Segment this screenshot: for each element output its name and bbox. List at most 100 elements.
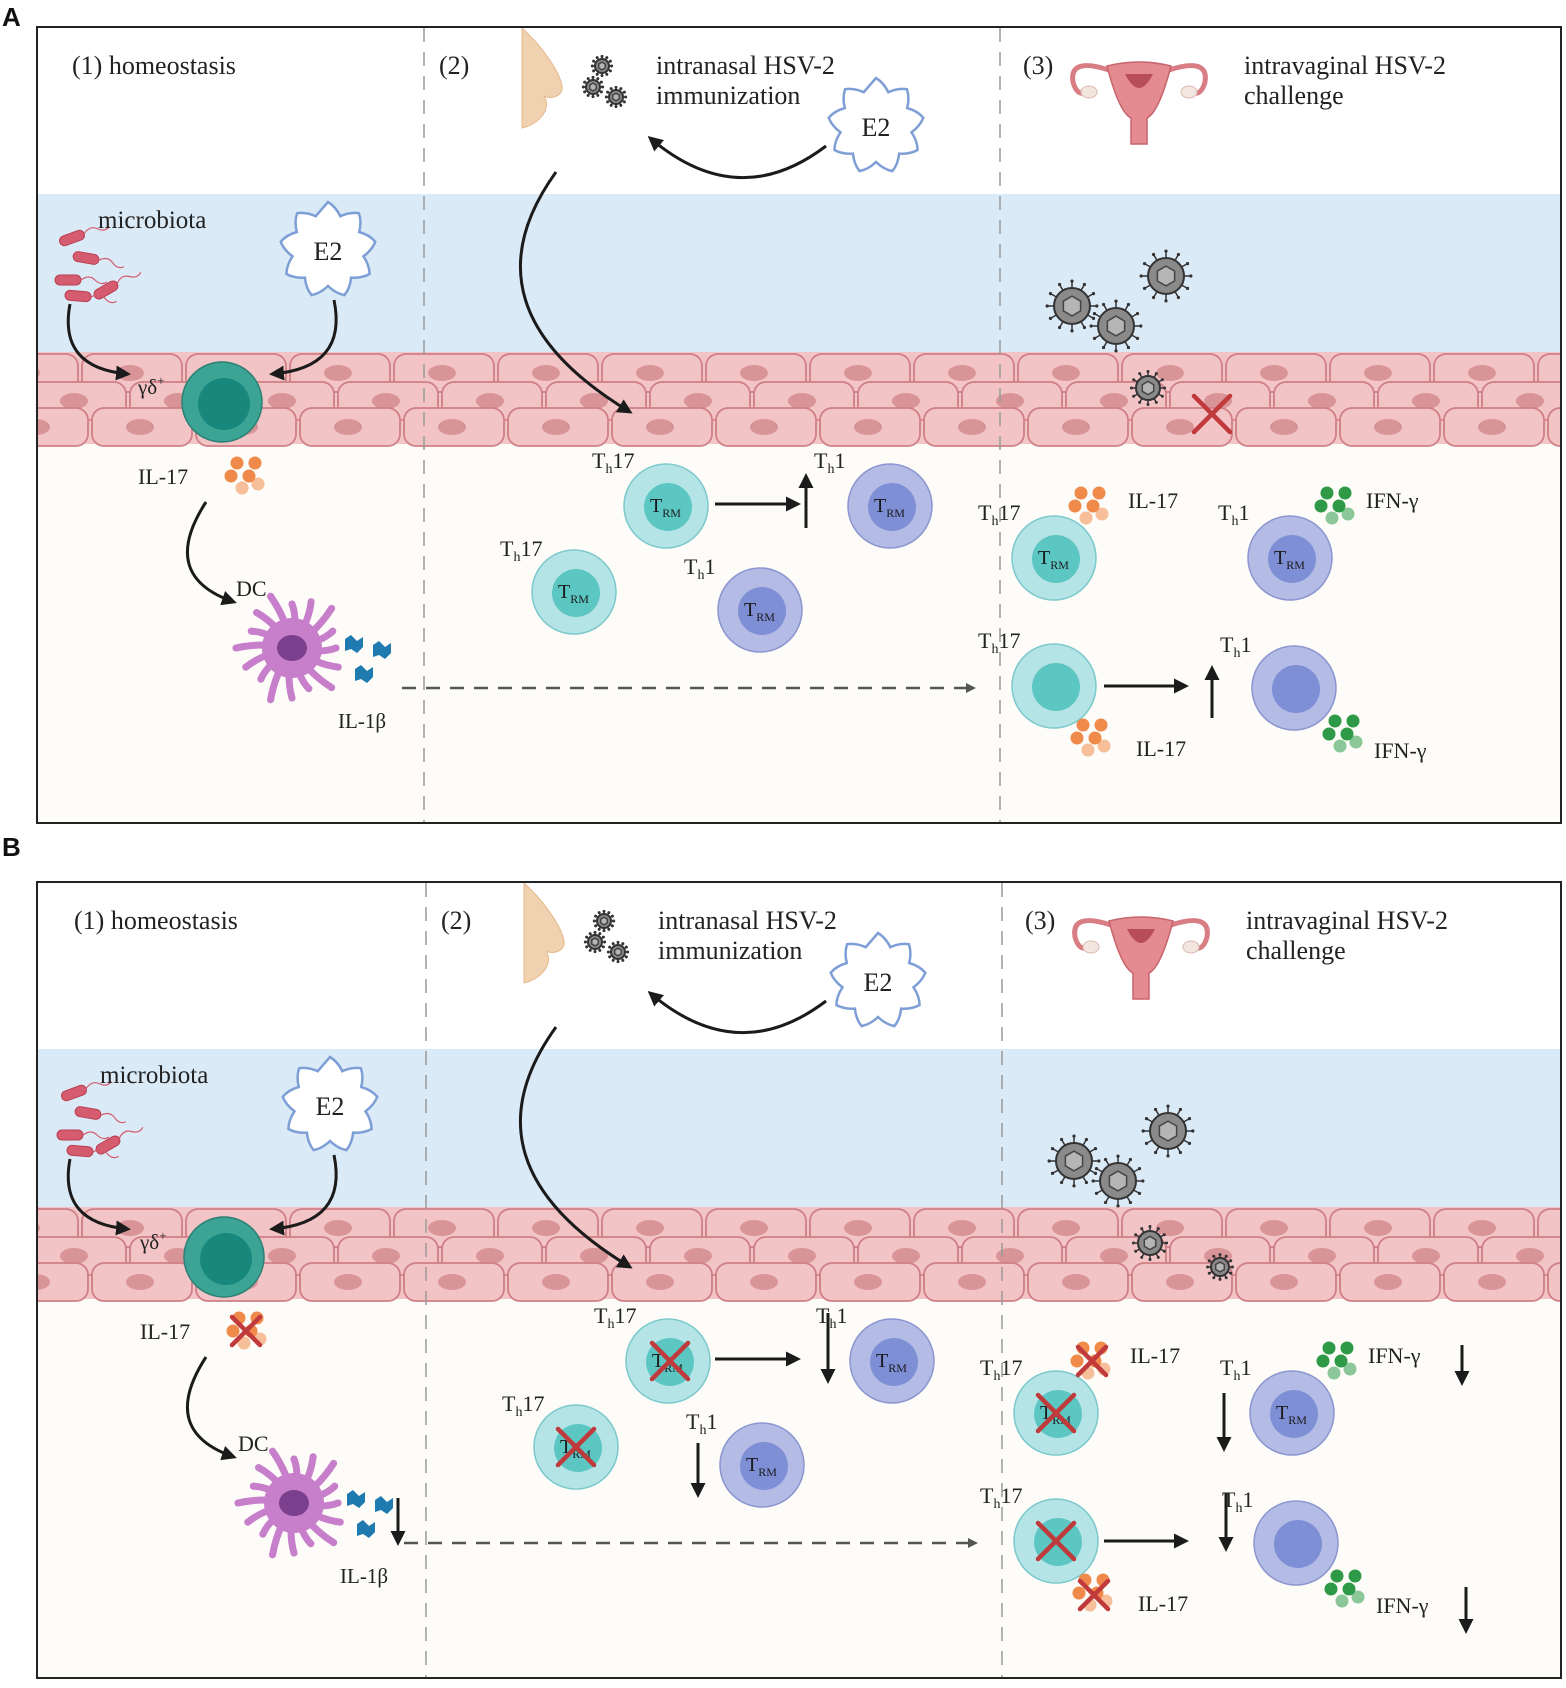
il17-label-col3b: IL-17: [1136, 736, 1186, 761]
nose-icon: [521, 28, 563, 129]
th1-label-col2a: Th1: [814, 448, 845, 477]
e2-to-nose-arrow: [647, 136, 827, 180]
microbiota-arrow: [66, 303, 131, 381]
virus-icon: [1045, 279, 1099, 333]
col3-number: (3): [1023, 51, 1053, 80]
e2-hormone-icon: E2: [281, 1055, 379, 1152]
il17-dots-col3b: [1070, 718, 1111, 757]
trm-label: TRM: [876, 1350, 907, 1375]
th17-label-col2b: Th17: [500, 536, 542, 565]
th1-trm-col2a: TRM: [849, 1318, 935, 1404]
th17-trm-col3a: TRM: [1011, 515, 1097, 601]
gd-label: γδ+: [137, 373, 165, 399]
th17-trm-col2b: TRM: [531, 549, 617, 635]
col2-title-line1: intranasal HSV-2: [656, 51, 835, 80]
dc-label: DC: [236, 576, 267, 601]
il17-label-col3b: IL-17: [1138, 1591, 1188, 1616]
trm-label: TRM: [1276, 1402, 1307, 1427]
ifng-label-col3a: IFN-γ: [1366, 488, 1419, 513]
virus-icon: [1089, 299, 1143, 353]
th1-trm-col3a: TRM: [1247, 515, 1333, 601]
il17-to-dc-arrow: [185, 1356, 237, 1461]
e2-label: E2: [314, 237, 343, 266]
virus-icon: [1047, 1134, 1101, 1188]
virus-icon: [606, 940, 630, 964]
col3-title-line1: intravaginal HSV-2: [1244, 51, 1446, 80]
bacteria-icon: [54, 274, 108, 286]
col1-title: (1) homeostasis: [72, 51, 236, 80]
il1b-icon: [347, 1490, 393, 1538]
col3-number: (3): [1025, 906, 1055, 935]
bacteria-icon: [58, 226, 110, 247]
immunization-migration-arrow: [518, 1026, 633, 1269]
bacteria-icon: [66, 1144, 119, 1159]
col2-title-line1: intranasal HSV-2: [658, 906, 837, 935]
bacteria-icon: [60, 1081, 112, 1102]
th17-label-col3a: Th17: [980, 1355, 1022, 1384]
il17-label-col3a: IL-17: [1130, 1343, 1180, 1368]
ifng-dots-col3a: [1314, 486, 1355, 525]
dendritic-cell: [234, 1447, 344, 1559]
trm-label: TRM: [650, 495, 681, 520]
e2-hormone-icon: E2: [279, 200, 377, 297]
ifng-label-col3a: IFN-γ: [1368, 1343, 1421, 1368]
block-x-icon: [1075, 1344, 1109, 1378]
trm-label: TRM: [744, 599, 775, 624]
virus-icon: [1141, 1104, 1195, 1158]
th1-label-col3b: Th1: [1222, 1487, 1253, 1516]
block-x-icon: [649, 1340, 691, 1382]
th1-label-col3a: Th1: [1218, 500, 1249, 529]
il1b-label: IL-1β: [338, 709, 386, 733]
ifng-dots-col3b: [1322, 714, 1363, 753]
virus-icon: [592, 909, 616, 933]
e2-hormone-icon: E2: [829, 931, 927, 1028]
block-x-icon: [555, 1426, 597, 1468]
virus-icon: [1091, 1154, 1145, 1208]
virus-icon: [1139, 249, 1193, 303]
panel-a-diagram: (1) homeostasis(2)intranasal HSV-2immuni…: [38, 28, 1560, 822]
virus-icon: [1206, 1253, 1234, 1281]
bacteria-icon: [56, 1129, 110, 1141]
e2-to-gd-arrow: [269, 1154, 338, 1236]
uterus-icon: [1072, 916, 1210, 1000]
ifng-dots-col3b: [1324, 1569, 1365, 1608]
e2-hormone-icon: E2: [827, 76, 925, 173]
panel-b-letter: B: [2, 832, 21, 862]
th17-label-col2a: Th17: [592, 448, 634, 477]
th1-cell-col3b: [1251, 645, 1337, 731]
il17-to-dc-arrow: [185, 501, 237, 606]
th1-label-col3a: Th1: [1220, 1355, 1251, 1384]
th1-trm-col2b: TRM: [717, 567, 803, 653]
immunization-migration-arrow: [518, 171, 633, 414]
trm-label: TRM: [1038, 547, 1069, 572]
panel-a-letter: A: [2, 2, 21, 32]
panel-content: (1) homeostasis(2)intranasal HSV-2immuni…: [38, 28, 1560, 822]
th1-trm-col3a: TRM: [1249, 1370, 1335, 1456]
virus-icon: [1131, 1224, 1169, 1262]
th17-label-col2a: Th17: [594, 1303, 636, 1332]
lumen-band: [38, 1049, 1560, 1209]
col3-title-line2: challenge: [1244, 81, 1344, 110]
panel-b-diagram: (1) homeostasis(2)intranasal HSV-2immuni…: [38, 883, 1560, 1677]
th17-label-col2b: Th17: [502, 1391, 544, 1420]
uterus-icon: [1070, 61, 1208, 145]
th17-label-col3a: Th17: [978, 500, 1020, 529]
block-x-icon: [1191, 393, 1233, 435]
col2-title-line2: immunization: [656, 81, 800, 110]
ifng-dots-col3a: [1316, 1341, 1357, 1380]
col3-title-line2: challenge: [1246, 936, 1346, 965]
virus-icon: [1129, 369, 1167, 407]
virus-icon: [604, 85, 628, 109]
lumen-band: [38, 194, 1560, 354]
microbiota-label: microbiota: [98, 207, 206, 234]
il17-dots-col3a: [1068, 486, 1109, 525]
il17-label-col1: IL-17: [138, 464, 188, 489]
header-band: [38, 28, 1560, 194]
bacteria-icon: [72, 251, 125, 269]
header-band: [38, 883, 1560, 1049]
block-x-icon: [1035, 1520, 1077, 1562]
panel-content: (1) homeostasis(2)intranasal HSV-2immuni…: [38, 883, 1560, 1677]
